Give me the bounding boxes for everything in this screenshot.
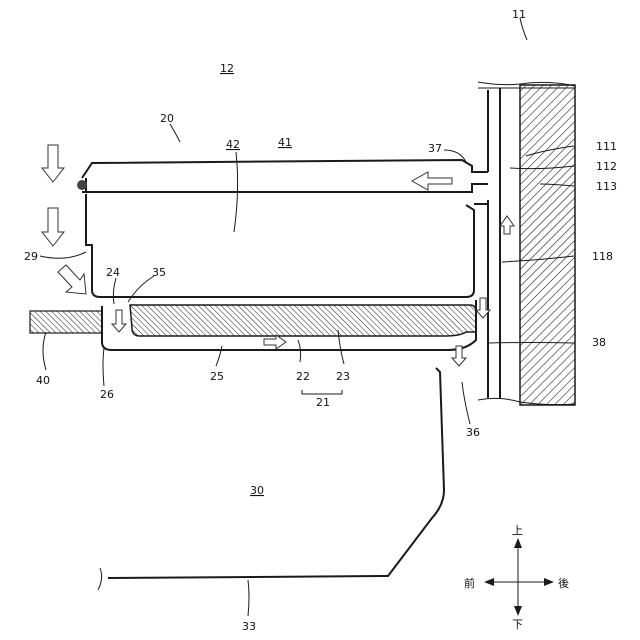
- ref-36: 36: [466, 426, 480, 439]
- cabinet-30: [98, 368, 444, 590]
- ref-11: 11: [512, 8, 526, 21]
- ref-29: 29: [24, 250, 38, 263]
- ref-41: 41: [278, 136, 292, 149]
- ref-40: 40: [36, 374, 50, 387]
- ref-33: 33: [242, 620, 256, 633]
- plate-40: [30, 311, 102, 333]
- ref-111: 111: [596, 140, 617, 153]
- tray-21: [102, 300, 476, 350]
- ref-30: 30: [250, 484, 264, 497]
- ref-38: 38: [592, 336, 606, 349]
- ref-37: 37: [428, 142, 442, 155]
- ref-35: 35: [152, 266, 166, 279]
- ref-26: 26: [100, 388, 114, 401]
- ref-42: 42: [226, 138, 240, 151]
- ref-20: 20: [160, 112, 174, 125]
- compass-down-label: 下: [512, 618, 523, 631]
- ref-24: 24: [106, 266, 120, 279]
- wall: [478, 82, 575, 405]
- ref-23: 23: [336, 370, 350, 383]
- ref-112: 112: [596, 160, 617, 173]
- direction-compass: [484, 538, 554, 616]
- compass-front-label: 前: [464, 576, 475, 590]
- ref-25: 25: [210, 370, 224, 383]
- ref-113: 113: [596, 180, 617, 193]
- ref-22: 22: [296, 370, 310, 383]
- compass-up-label: 上: [512, 524, 523, 537]
- ref-118: 118: [592, 250, 613, 263]
- ref-21: 21: [316, 396, 330, 409]
- compass-back-label: 後: [558, 576, 569, 590]
- ref-12: 12: [220, 62, 234, 75]
